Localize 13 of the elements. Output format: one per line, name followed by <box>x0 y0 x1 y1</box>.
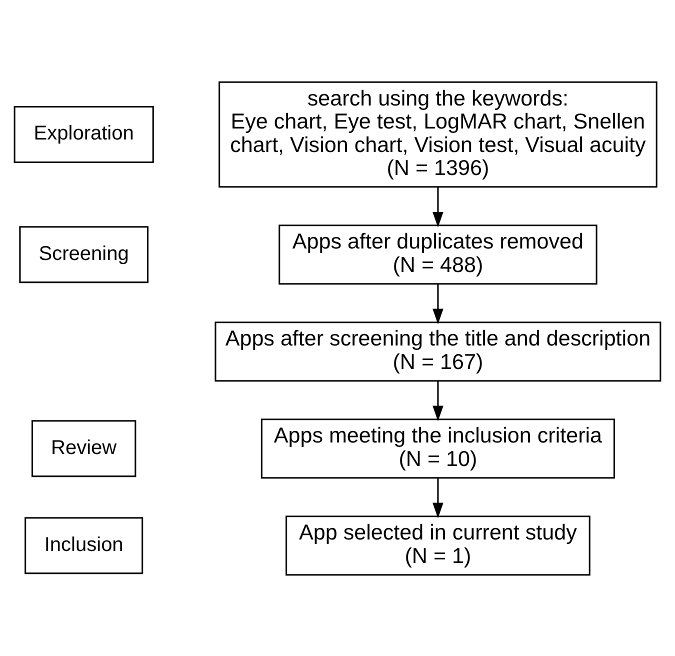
node-box: Apps meeting the inclusion criteria (N = 10) <box>260 418 616 478</box>
node-box: Inclusion <box>24 516 144 574</box>
node-box: Review <box>32 420 136 477</box>
arrow <box>432 380 444 421</box>
node-box: App selected in current study (N = 1) <box>286 515 590 576</box>
node-box: Screening <box>19 226 149 283</box>
arrow <box>432 284 444 324</box>
node-box: Apps after duplicates removed (N = 488) <box>278 224 598 284</box>
node-box: Exploration <box>14 106 154 162</box>
arrow <box>432 186 444 227</box>
node-box: Apps after screening the title and description (N = 167) <box>214 321 662 382</box>
arrow <box>432 478 444 518</box>
node-box: search using the keywords: Eye chart, Eye test, LogMAR chart, Snellen chart, Vision chart, Vision test, Visual acuity (N = 1396) <box>218 80 658 188</box>
